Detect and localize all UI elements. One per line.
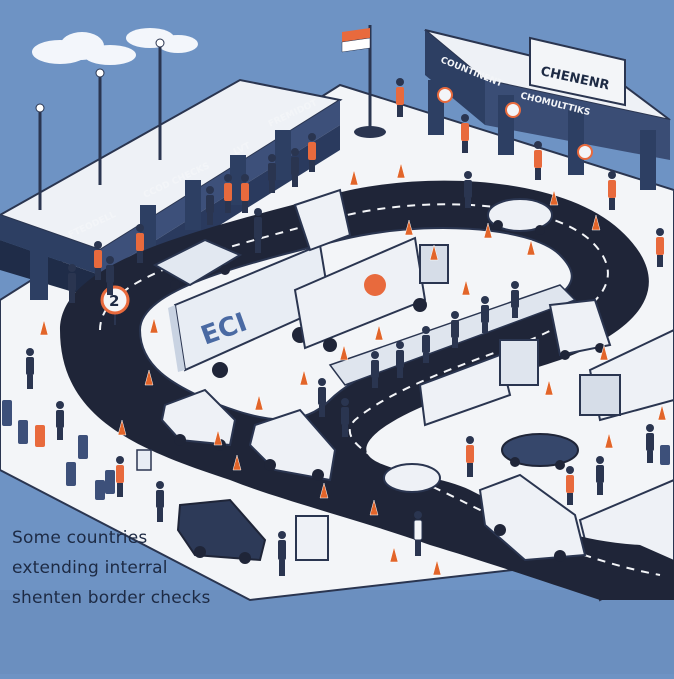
van-left	[160, 388, 237, 451]
luggage	[2, 400, 670, 500]
van-dark-bottom	[176, 498, 267, 564]
van-top	[293, 188, 352, 252]
truck-middle	[418, 339, 539, 427]
van-lower-right	[478, 473, 587, 562]
truck-small	[152, 238, 243, 290]
caption-line-3: shenten border checks	[12, 588, 211, 608]
traffic-cones	[39, 162, 667, 576]
car-white-center	[383, 463, 441, 493]
van-center-left	[248, 408, 337, 482]
road-sign-number: 2	[109, 292, 119, 310]
gate-sign: CHENENR	[529, 36, 626, 107]
van-right	[548, 298, 612, 360]
truck-container	[293, 236, 449, 352]
clouds	[32, 28, 198, 65]
truck-right	[579, 328, 674, 422]
border-gate: CHENENR COUNTINENT CHOMULTTIKS	[424, 29, 671, 190]
caption-line-2: extending interral	[12, 558, 168, 578]
car-white-top	[487, 198, 553, 235]
flag	[341, 28, 371, 53]
people	[26, 78, 664, 576]
kiosk	[295, 515, 329, 561]
car-dark-right	[501, 433, 579, 470]
caption-line-1: Some countries	[12, 528, 148, 548]
